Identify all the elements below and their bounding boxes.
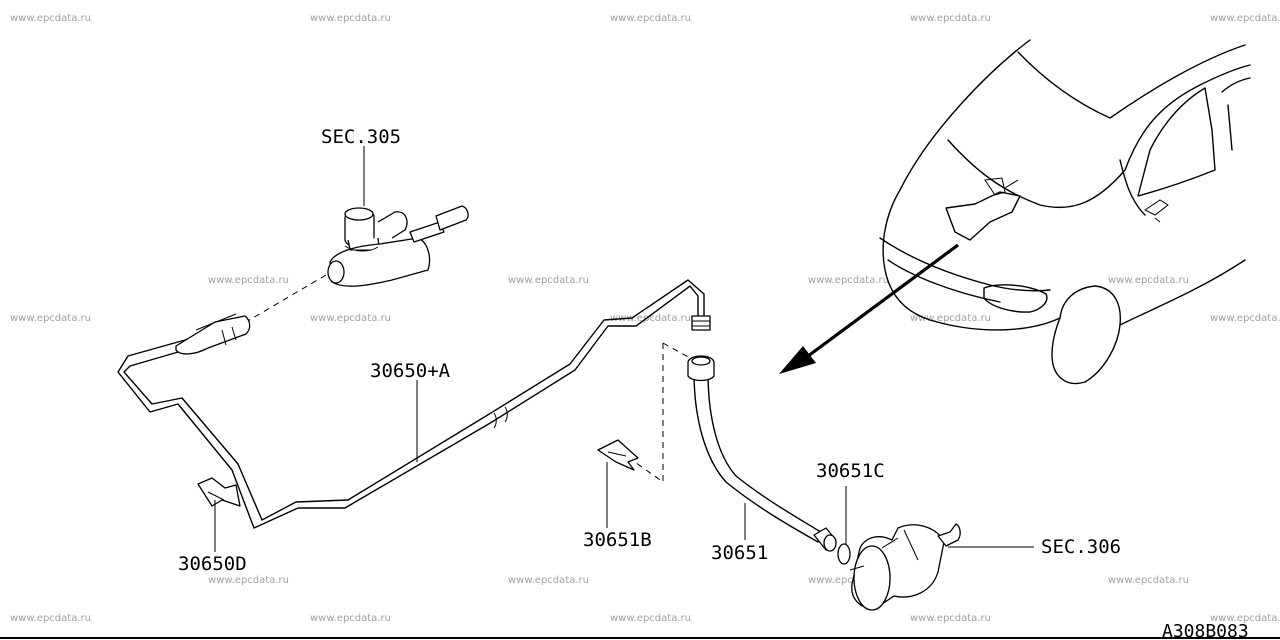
watermark: www.epcdata.ru	[1210, 613, 1280, 624]
label-30651b: 30651B	[583, 529, 652, 551]
watermark: www.epcdata.ru	[310, 313, 391, 324]
label-sec-306: SEC.306	[1041, 536, 1121, 558]
watermark: www.epcdata.ru	[10, 313, 91, 324]
watermark: www.epcdata.ru	[1108, 575, 1189, 586]
watermark: www.epcdata.ru	[1210, 313, 1280, 324]
watermark: www.epcdata.ru	[610, 13, 691, 24]
clamp-30650d	[197, 477, 241, 507]
watermark: www.epcdata.ru	[208, 575, 289, 586]
watermark: www.epcdata.ru	[910, 313, 991, 324]
watermark: www.epcdata.ru	[10, 13, 91, 24]
label-30650a: 30650+A	[370, 360, 451, 382]
operating-cylinder	[849, 523, 961, 611]
clutch-pipe	[117, 279, 711, 529]
vehicle-illustration	[879, 39, 1251, 385]
connector-dashed	[245, 274, 327, 323]
bracket-guide-dashed	[631, 342, 691, 483]
clutch-hose	[687, 355, 851, 565]
clutch-master-cylinder	[327, 205, 469, 287]
watermark: www.epcdata.ru	[1108, 275, 1189, 286]
watermark: www.epcdata.ru	[508, 575, 589, 586]
label-30651c: 30651C	[816, 460, 885, 482]
watermark: www.epcdata.ru	[808, 575, 889, 586]
watermark: www.epcdata.ru	[508, 275, 589, 286]
label-30650d: 30650D	[178, 553, 247, 575]
watermark: www.epcdata.ru	[1210, 13, 1280, 24]
watermark: www.epcdata.ru	[310, 613, 391, 624]
watermark: www.epcdata.ru	[610, 313, 691, 324]
watermark: www.epcdata.ru	[10, 613, 91, 624]
label-sec-305: SEC.305	[321, 126, 401, 148]
direction-arrow	[779, 243, 959, 374]
watermark: www.epcdata.ru	[610, 613, 691, 624]
watermark: www.epcdata.ru	[808, 275, 889, 286]
watermark: www.epcdata.ru	[910, 13, 991, 24]
watermark: www.epcdata.ru	[310, 13, 391, 24]
watermark-layer: www.epcdata.ru www.epcdata.ru www.epcdat…	[10, 13, 1280, 624]
diagram-code: A308B083	[1162, 621, 1249, 640]
watermark: www.epcdata.ru	[208, 275, 289, 286]
label-30651: 30651	[711, 542, 768, 564]
watermark: www.epcdata.ru	[910, 613, 991, 624]
bracket-30651b	[597, 439, 639, 471]
